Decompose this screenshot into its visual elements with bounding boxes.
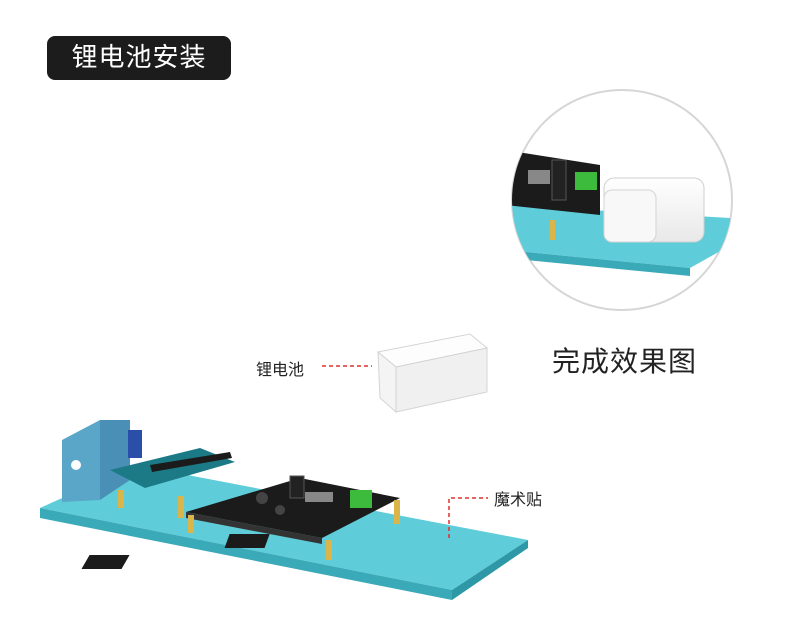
battery-block bbox=[376, 333, 489, 414]
title-badge: 锂电池安装 bbox=[47, 36, 231, 80]
velcro-leader-line bbox=[448, 497, 488, 538]
driver-board bbox=[186, 475, 400, 560]
arduino-board bbox=[110, 448, 235, 518]
velcro-label: 魔术贴 bbox=[494, 490, 543, 509]
battery-holder bbox=[62, 420, 142, 502]
title-text: 锂电池安装 bbox=[71, 43, 207, 73]
velcro-pad bbox=[224, 534, 270, 548]
battery-label: 锂电池 bbox=[256, 360, 305, 379]
result-label: 完成效果图 bbox=[552, 345, 698, 378]
velcro-pad-2 bbox=[81, 555, 130, 569]
zoom-circle bbox=[511, 89, 733, 311]
